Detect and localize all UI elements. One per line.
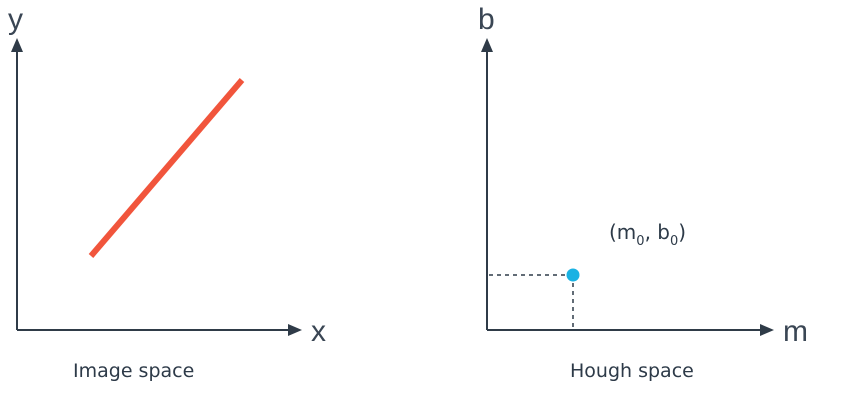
point-label-m-subscript: 0 [636, 234, 644, 249]
image-space-x-label: x [311, 315, 326, 348]
image-space-red-line [88, 78, 245, 258]
point-label-close: ) [678, 220, 686, 244]
hough-space-caption: Hough space [570, 360, 694, 382]
image-space-x-arrowhead [288, 324, 302, 336]
image-space-panel: y x Image space [8, 3, 326, 382]
hough-space-panel: (m0, b0) b m Hough space [478, 3, 808, 382]
hough-space-y-label: b [478, 3, 495, 36]
image-space-caption: Image space [73, 360, 194, 382]
image-space-y-arrowhead [11, 38, 23, 52]
point-label-mid: , b [645, 220, 670, 244]
image-space-y-label: y [8, 3, 23, 36]
point-label-b-subscript: 0 [670, 234, 678, 249]
hough-space-point [566, 268, 580, 282]
hough-space-x-label: m [783, 315, 808, 348]
hough-space-x-arrowhead [760, 324, 774, 336]
hough-space-point-label: (m0, b0) [609, 220, 686, 249]
point-label-open: (m [609, 220, 636, 244]
hough-space-y-arrowhead [481, 38, 493, 52]
